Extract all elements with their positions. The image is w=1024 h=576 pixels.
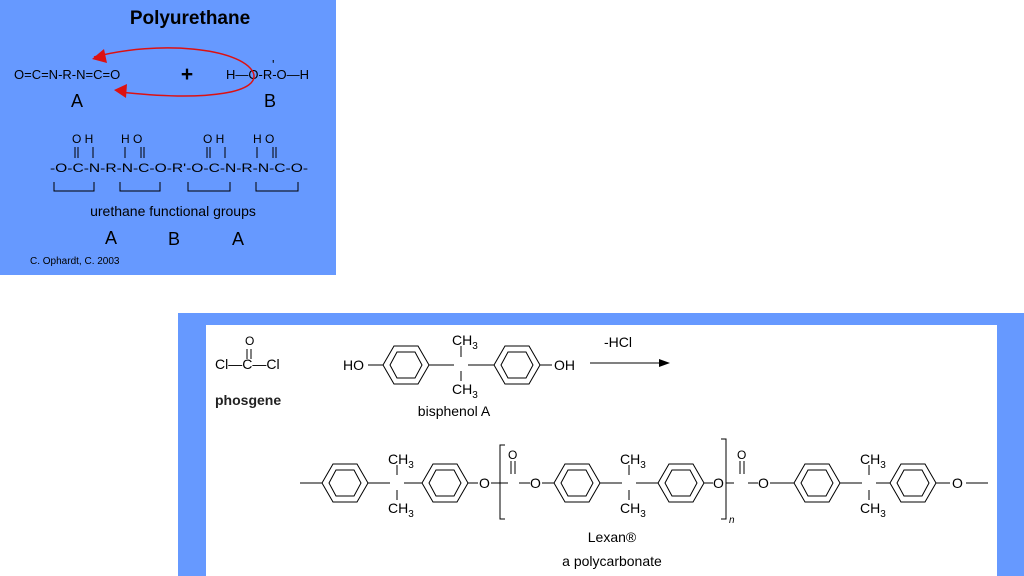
urethane-chain-formula: -O-C-N-R-N-C-O-R'-O-C-N-R-N-C-O- (50, 161, 308, 175)
chain-carbonyl-hydrogen-4: H O (253, 132, 274, 146)
polycarbonate-panel: O Cl—C—Cl phosgene HO CH3 CH3 OH bisphen… (178, 313, 1024, 576)
polyurethane-panel: Polyurethane O=C=N-R-N=C=O + H—O-R-O—H '… (0, 0, 336, 275)
arrowhead-upper (92, 49, 107, 63)
chain-oxygen-2: O (530, 475, 541, 491)
phosgene-oxygen: O (245, 334, 254, 348)
isocyanate-formula: O=C=N-R-N=C=O (14, 67, 120, 82)
reaction-arrowhead (659, 359, 670, 367)
bpa-hydroxyl-right: OH (554, 357, 575, 373)
polycarbonate-chain (300, 438, 988, 520)
chain-carbonyl-hydrogen-3: O H (203, 132, 224, 146)
chain-carbonyl-hydrogen-1: O H (72, 132, 93, 146)
label-a-bottom-right: A (232, 229, 244, 249)
label-a-bottom-left: A (105, 228, 117, 248)
chain-methyl-bottom-3: CH3 (860, 500, 886, 520)
byproduct-label: -HCl (604, 334, 632, 350)
polyurethane-background (0, 0, 336, 275)
phosgene-label: phosgene (215, 392, 281, 408)
chain-methyl-top-1: CH3 (388, 451, 414, 471)
arrowhead-lower (114, 84, 127, 98)
chain-oxygen-3: O (713, 475, 724, 491)
credit-text: C. Ophardt, C. 2003 (30, 256, 120, 267)
reaction-arrow-curve (93, 47, 255, 97)
chain-oxygen-1: O (479, 475, 490, 491)
chain-oxygen-4: O (758, 475, 769, 491)
bpa-methyl-bottom: CH3 (452, 381, 478, 401)
chain-methyl-top-3: CH3 (860, 451, 886, 471)
label-a-top: A (71, 91, 83, 111)
carbonyl-oxygen-1: O (508, 448, 517, 462)
chain-oxygen-5: O (952, 475, 963, 491)
diol-formula: H—O-R-O—H (226, 67, 309, 82)
chain-methyl-bottom-1: CH3 (388, 500, 414, 520)
functional-group-brackets (53, 182, 299, 192)
repeat-subscript-n: n (729, 515, 735, 526)
diol-prime-mark: ' (272, 57, 274, 72)
chain-methyl-top-2: CH3 (620, 451, 646, 471)
bpa-hydroxyl-left: HO (343, 357, 364, 373)
bisphenol-a-label: bisphenol A (418, 403, 491, 419)
polyurethane-title: Polyurethane (130, 8, 250, 29)
carbonyl-oxygen-2: O (737, 448, 746, 462)
chain-carbonyl-hydrogen-2: H O (121, 132, 142, 146)
functional-groups-caption: urethane functional groups (90, 203, 256, 219)
bisphenol-a-structure: HO CH3 CH3 OH bisphenol A (343, 332, 575, 419)
bpa-methyl-top: CH3 (452, 332, 478, 352)
panel-content-area (206, 325, 997, 576)
chain-bond-marks (74, 147, 277, 158)
label-b-bottom: B (168, 229, 180, 249)
label-b-top: B (264, 91, 276, 111)
phosgene-formula: Cl—C—Cl (215, 356, 280, 372)
product-caption: a polycarbonate (562, 553, 662, 569)
phosgene-structure: O Cl—C—Cl phosgene (215, 334, 281, 408)
repeat-bracket-left (499, 444, 505, 520)
chain-methyl-bottom-2: CH3 (620, 500, 646, 520)
plus-sign: + (181, 63, 193, 86)
product-name: Lexan® (588, 529, 637, 545)
repeat-bracket-right (721, 438, 727, 520)
